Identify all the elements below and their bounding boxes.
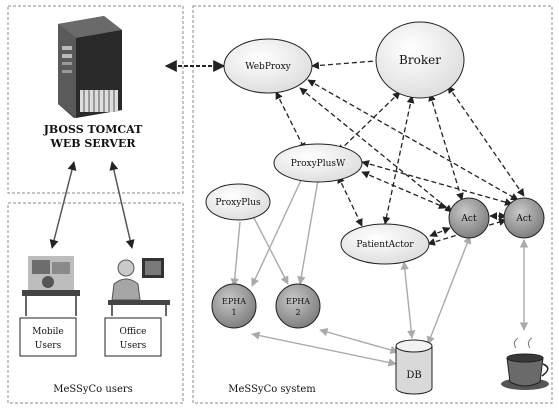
server-mobile-link <box>49 161 77 249</box>
patientactor-label: PatientActor <box>356 240 414 250</box>
proxyplusw-label: ProxyPlusW <box>291 159 346 169</box>
cup-icon <box>501 337 549 390</box>
proxyplus-label: ProxyPlus <box>215 198 261 208</box>
epha1-label-line1: EPHA <box>222 297 246 306</box>
mobile-users-line1: Mobile <box>32 327 63 337</box>
epha2-label-line1: EPHA <box>286 297 310 306</box>
act2-label: Act <box>515 214 532 224</box>
system-panel <box>192 5 553 404</box>
server-panel <box>7 5 184 194</box>
office-users-icon <box>108 258 170 316</box>
patientactor-node <box>340 223 430 265</box>
proxyplus-node <box>205 183 271 221</box>
mobile-users-line2: Users <box>35 341 62 351</box>
system-caption: MeSSyCo system <box>228 384 316 395</box>
users-panel <box>7 202 184 404</box>
mobile-users-icon <box>22 256 80 316</box>
db-label: DB <box>406 370 421 381</box>
epha2-node <box>275 283 321 329</box>
broker-label: Broker <box>399 53 441 67</box>
server-icon <box>58 16 122 118</box>
db-cylinder <box>395 339 433 395</box>
users-caption: MeSSyCo users <box>53 384 133 395</box>
mobile-users-box <box>19 317 77 357</box>
data-links <box>230 177 529 367</box>
act1-label: Act <box>460 214 477 224</box>
epha2-label-line2: 2 <box>295 308 300 317</box>
server-label-line1: JBOSS TOMCAT <box>43 123 143 136</box>
broker-node <box>375 21 465 99</box>
agent-links <box>275 56 525 246</box>
webproxy-node <box>223 38 313 94</box>
office-users-line1: Office <box>119 327 146 337</box>
office-users-line2: Users <box>120 341 147 351</box>
epha1-label-line2: 1 <box>231 308 236 317</box>
epha1-node <box>211 283 257 329</box>
act1-node <box>448 197 490 239</box>
server-label-line2: WEB SERVER <box>49 137 136 150</box>
webproxy-label: WebProxy <box>245 62 291 72</box>
proxyplusw-node <box>273 143 363 183</box>
act2-node <box>503 197 545 239</box>
server-office-link <box>109 161 135 249</box>
office-users-box <box>104 317 162 357</box>
